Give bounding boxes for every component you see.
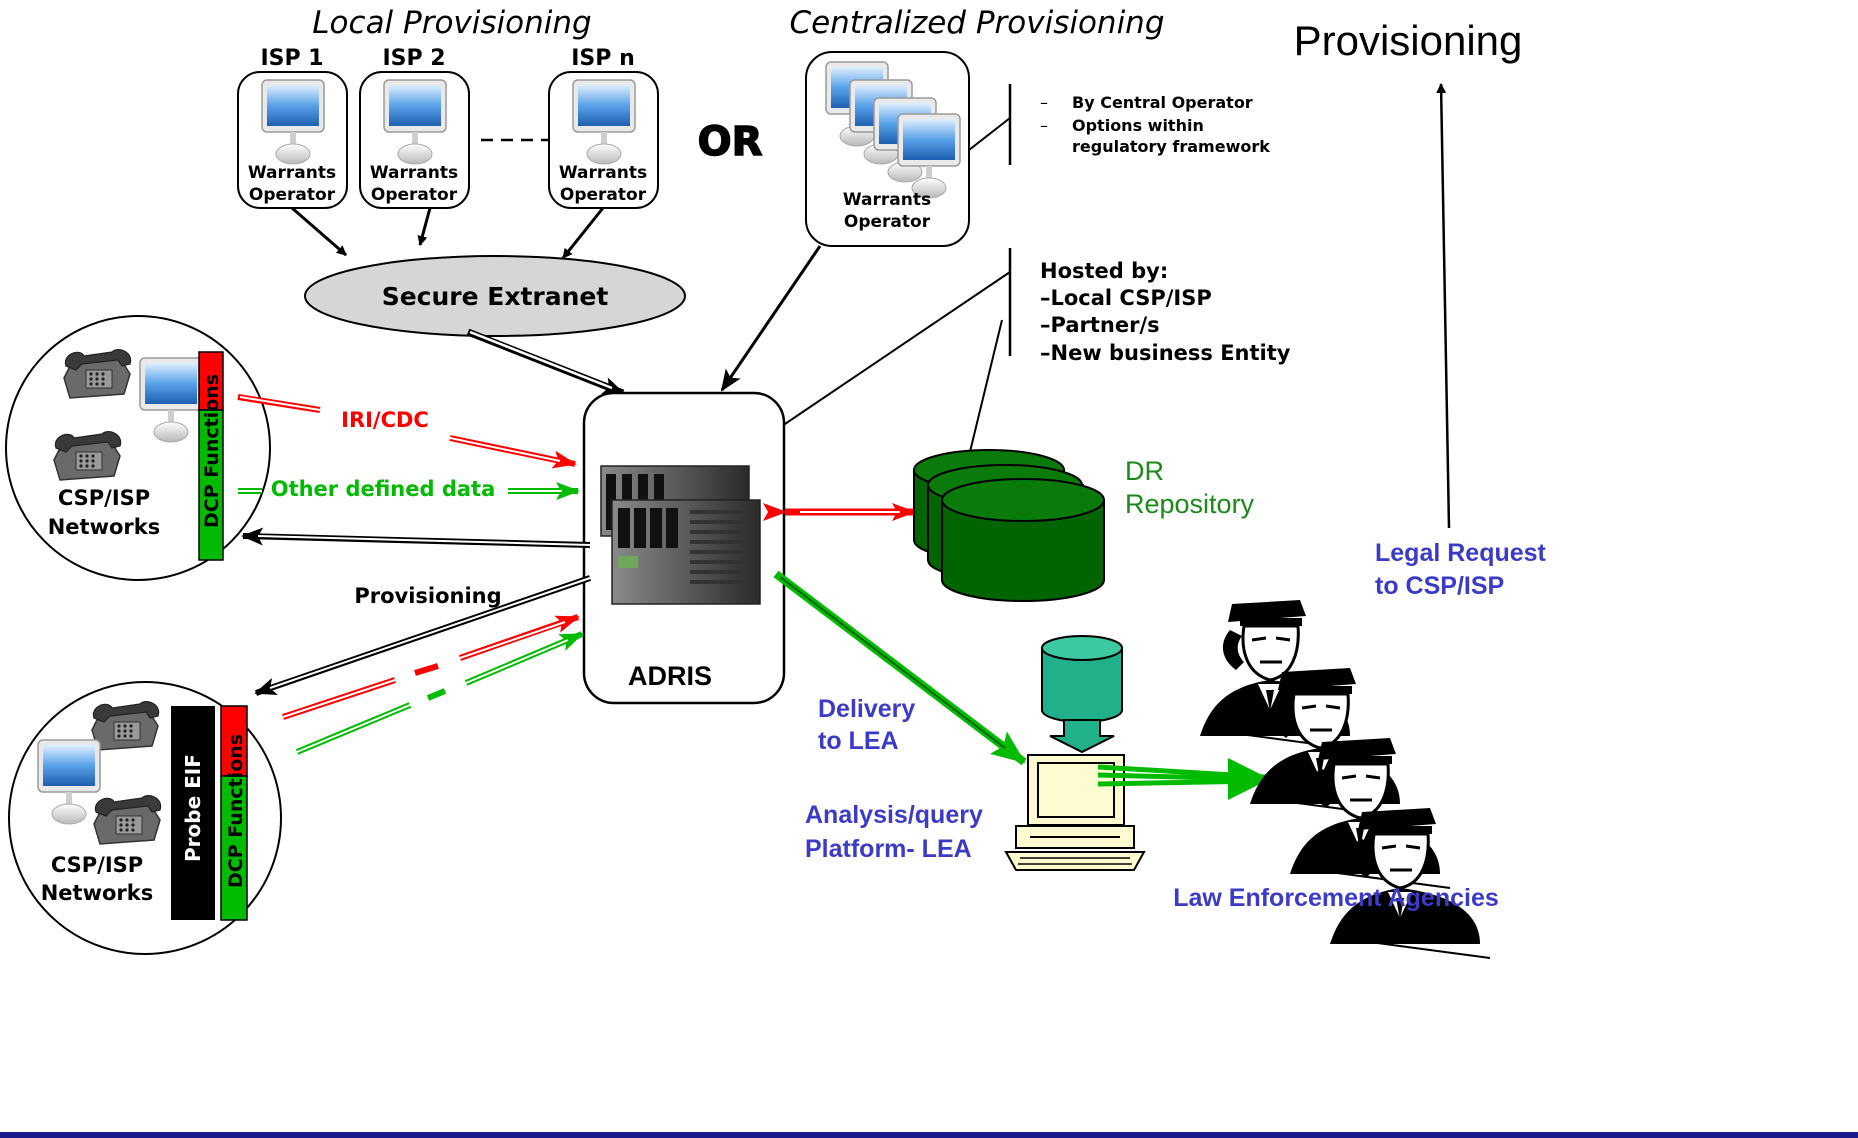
- isp-label: ISP 2: [382, 46, 445, 71]
- dcp-bar-green: [198, 409, 224, 561]
- bullet-dash: –: [1040, 116, 1048, 135]
- phone-icon: [53, 430, 122, 481]
- provisioning-to-network-bottom-arrow: [254, 575, 591, 696]
- isp-label: ISP 1: [260, 46, 323, 71]
- dcp-functions-label: DCP Functions: [201, 374, 223, 528]
- network-circle: [5, 315, 271, 581]
- hosted-item: –New business Entity: [1040, 341, 1291, 365]
- ispn-to-extranet-arrow: [561, 207, 605, 259]
- phone-icon: [91, 700, 160, 751]
- delivery-label-line2: to LEA: [818, 727, 899, 755]
- isp-label: ISP n: [571, 46, 634, 71]
- bottom-border: [0, 1132, 1858, 1138]
- network-label-line1: CSP/ISP: [51, 853, 143, 877]
- hosted-item: –Local CSP/ISP: [1040, 286, 1212, 310]
- bullet-text: By Central Operator: [1072, 93, 1253, 112]
- dcp-bar-red: [220, 705, 248, 777]
- iri-cdc-bottom-arrow: [282, 614, 580, 720]
- lea-to-agencies-arrow: [1097, 758, 1270, 800]
- central-connector: [968, 117, 1011, 151]
- isp2-to-extranet-arrow: [417, 207, 432, 246]
- probe-eif-label: Probe EIF: [181, 754, 205, 862]
- provisioning-top-heading: Provisioning: [1294, 17, 1523, 64]
- isp-n: ISP n Warrants Operator: [548, 46, 659, 209]
- isp-role-line2: Operator: [560, 185, 647, 205]
- central-role-line2: Operator: [844, 212, 931, 232]
- lea-database-icon: [1041, 635, 1123, 754]
- repository-label-line2: Repository: [1125, 489, 1255, 519]
- law-enforcement-label: Law Enforcement Agencies: [1173, 884, 1499, 912]
- analysis-label-line2: Platform- LEA: [805, 835, 972, 863]
- network-top: DCP Functions CSP/ISP Networks: [5, 315, 271, 581]
- network-label-line2: Networks: [48, 515, 161, 539]
- analysis-label-line1: Analysis/query: [805, 801, 983, 829]
- central-to-adris-arrow: [720, 245, 822, 392]
- legal-request-line1: Legal Request: [1375, 539, 1547, 567]
- bullet-text: Options within: [1072, 116, 1204, 135]
- isp-role-line2: Operator: [371, 185, 458, 205]
- other-data-bottom-arrow: [295, 631, 584, 755]
- central-bullets: – By Central Operator – Options within r…: [1040, 93, 1270, 156]
- bullet-text-continued: regulatory framework: [1072, 137, 1270, 156]
- provisioning-flow-label: Provisioning: [354, 584, 501, 608]
- bullet-dash: –: [1040, 93, 1048, 112]
- centralized-provisioning-heading: Centralized Provisioning: [789, 5, 1164, 41]
- iri-cdc-label: IRI/CDC: [341, 408, 429, 432]
- isp-2: ISP 2 Warrants Operator: [359, 46, 470, 209]
- secure-extranet-ellipse: [304, 255, 686, 337]
- phone-icon: [93, 794, 162, 845]
- server-icon: [600, 465, 761, 605]
- lea-computer-icon: [1004, 754, 1146, 871]
- adris-label: ADRIS: [628, 661, 712, 691]
- legal-request-arrow: [1436, 83, 1451, 529]
- network-bottom: Probe EIF DCP Functions CSP/ISP Networks: [8, 681, 282, 955]
- probe-eif-bar: [171, 706, 215, 920]
- delivery-label-line1: Delivery: [818, 695, 915, 723]
- network-label-line1: CSP/ISP: [58, 486, 150, 510]
- isp-role-line2: Operator: [249, 185, 336, 205]
- network-label-line2: Networks: [41, 881, 154, 905]
- isp1-to-extranet-arrow: [291, 206, 347, 257]
- delivery-arrow: [773, 570, 1027, 766]
- isp-role-line1: Warrants: [559, 163, 647, 183]
- repository-cylinders: [913, 449, 1105, 602]
- repository-label-line1: DR: [1125, 456, 1164, 486]
- isp-role-line1: Warrants: [370, 163, 458, 183]
- other-data-label: Other defined data: [271, 477, 496, 501]
- central-operator: Warrants Operator: [805, 51, 970, 247]
- hosted-by-block: Hosted by: –Local CSP/ISP –Partner/s –Ne…: [1040, 259, 1291, 365]
- hosted-title: Hosted by:: [1040, 259, 1168, 283]
- local-provisioning-heading: Local Provisioning: [312, 5, 591, 41]
- adris-to-network-top-arrow: [241, 527, 591, 548]
- secure-extranet-label: Secure Extranet: [382, 282, 609, 311]
- central-role-line1: Warrants: [843, 190, 931, 210]
- dcp-bar-green: [220, 775, 248, 921]
- dcp-functions-label: DCP Functions: [225, 734, 247, 888]
- extranet-to-adris-arrow-inner: [469, 330, 613, 390]
- hosted-to-repository-line: [967, 319, 1003, 461]
- or-label: OR: [698, 119, 763, 165]
- hosted-item: –Partner/s: [1040, 313, 1160, 337]
- isp-1: ISP 1 Warrants Operator: [237, 46, 348, 209]
- adris-to-hosted-line: [775, 271, 1011, 431]
- phone-icon: [63, 348, 132, 399]
- isp-role-line1: Warrants: [248, 163, 336, 183]
- iri-cdc-arrow: [237, 394, 577, 469]
- legal-request-line2: to CSP/ISP: [1375, 572, 1504, 600]
